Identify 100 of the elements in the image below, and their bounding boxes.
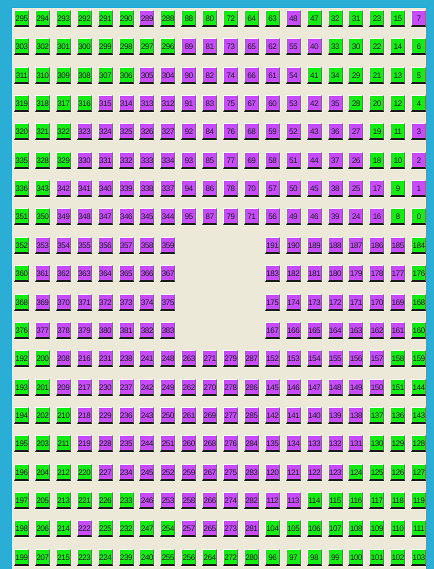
number-tile: 74 (223, 66, 238, 84)
number-tile: 318 (34, 95, 50, 112)
number-tile: 382 (139, 322, 154, 339)
number-tile: 280 (244, 548, 259, 566)
number-tile: 89 (181, 38, 196, 56)
number-tile: 271 (202, 350, 218, 368)
number-tile: 285 (244, 406, 259, 424)
number-tile: 150 (369, 378, 384, 396)
number-tile: 369 (34, 294, 50, 310)
number-tile: 252 (160, 464, 176, 481)
number-tile: 359 (160, 236, 176, 254)
number-tile: 235 (118, 435, 134, 452)
number-tile: 128 (411, 435, 426, 452)
number-tile: 25 (348, 180, 364, 198)
number-tile: 122 (306, 464, 322, 481)
number-tile: 147 (306, 378, 322, 396)
number-tile: 287 (244, 350, 259, 368)
number-tile: 97 (286, 548, 301, 566)
number-tile: 36 (328, 123, 342, 140)
number-tile: 50 (286, 180, 301, 198)
number-tile: 355 (76, 236, 92, 254)
number-tile: 332 (118, 152, 134, 169)
number-tile: 58 (264, 152, 280, 169)
number-tile: 289 (139, 10, 154, 27)
number-tile: 35 (328, 95, 342, 112)
number-tile: 341 (76, 180, 92, 198)
number-tile: 302 (34, 38, 50, 56)
number-tile: 105 (286, 520, 301, 538)
number-tile: 313 (139, 95, 154, 112)
number-tile: 178 (369, 265, 384, 282)
number-tile: 307 (98, 66, 113, 84)
number-tile: 185 (390, 236, 406, 254)
number-tile: 115 (328, 492, 342, 509)
number-tile: 221 (76, 492, 92, 509)
number-tile: 160 (411, 322, 426, 339)
number-tile: 47 (306, 10, 322, 27)
number-tile: 127 (411, 464, 426, 481)
number-tile: 91 (181, 95, 196, 112)
number-tile: 257 (181, 520, 196, 538)
number-tile: 284 (244, 435, 259, 452)
number-tile: 352 (14, 236, 29, 254)
number-tile: 229 (98, 406, 113, 424)
number-tile: 184 (411, 236, 426, 254)
number-tile: 191 (264, 236, 280, 254)
number-tile: 209 (56, 378, 71, 396)
number-tile: 93 (181, 152, 196, 169)
number-tile: 208 (56, 350, 71, 368)
number-tile: 22 (369, 38, 384, 56)
number-tile: 254 (160, 520, 176, 538)
number-tile: 292 (76, 10, 92, 27)
number-tile: 323 (76, 123, 92, 140)
number-tile: 80 (202, 10, 218, 27)
number-tile: 68 (244, 123, 259, 140)
number-tile: 357 (118, 236, 134, 254)
number-tile: 360 (14, 265, 29, 282)
number-tile: 153 (286, 350, 301, 368)
number-tile: 203 (34, 435, 50, 452)
number-tile: 3 (411, 123, 426, 140)
number-tile: 62 (264, 38, 280, 56)
number-tile: 268 (202, 435, 218, 452)
number-tile: 95 (181, 208, 196, 226)
number-tile: 92 (181, 123, 196, 140)
number-tile: 143 (411, 406, 426, 424)
number-tile: 39 (328, 208, 342, 226)
number-tile: 15 (390, 10, 406, 27)
number-tile: 210 (56, 406, 71, 424)
number-tile: 304 (160, 66, 176, 84)
number-tile: 346 (118, 208, 134, 226)
number-tile: 219 (76, 435, 92, 452)
number-tile: 45 (306, 180, 322, 198)
number-tile: 123 (328, 464, 342, 481)
number-tile: 309 (56, 66, 71, 84)
number-tile: 55 (286, 38, 301, 56)
number-tile: 227 (98, 464, 113, 481)
number-tile: 82 (202, 66, 218, 84)
number-tile: 109 (369, 520, 384, 538)
number-tile: 214 (56, 520, 71, 538)
number-tile: 247 (139, 520, 154, 538)
number-tile: 169 (390, 294, 406, 310)
number-tile: 243 (139, 406, 154, 424)
number-tile: 375 (160, 294, 176, 310)
number-tile: 174 (286, 294, 301, 310)
number-tile: 282 (244, 492, 259, 509)
number-tile: 277 (223, 406, 238, 424)
number-tile: 293 (56, 10, 71, 27)
number-tile: 6 (411, 38, 426, 56)
number-tile: 199 (14, 548, 29, 566)
number-tile: 231 (98, 350, 113, 368)
number-tile: 94 (181, 180, 196, 198)
number-tile: 196 (14, 464, 29, 481)
number-tile: 180 (328, 265, 342, 282)
number-tile: 132 (328, 435, 342, 452)
number-tile: 44 (306, 152, 322, 169)
number-tile: 24 (348, 208, 364, 226)
number-tile: 1 (411, 180, 426, 198)
number-tile: 63 (264, 10, 280, 27)
number-tile: 21 (369, 66, 384, 84)
number-tile: 274 (223, 492, 238, 509)
number-tile: 173 (306, 294, 322, 310)
number-tile: 23 (369, 10, 384, 27)
